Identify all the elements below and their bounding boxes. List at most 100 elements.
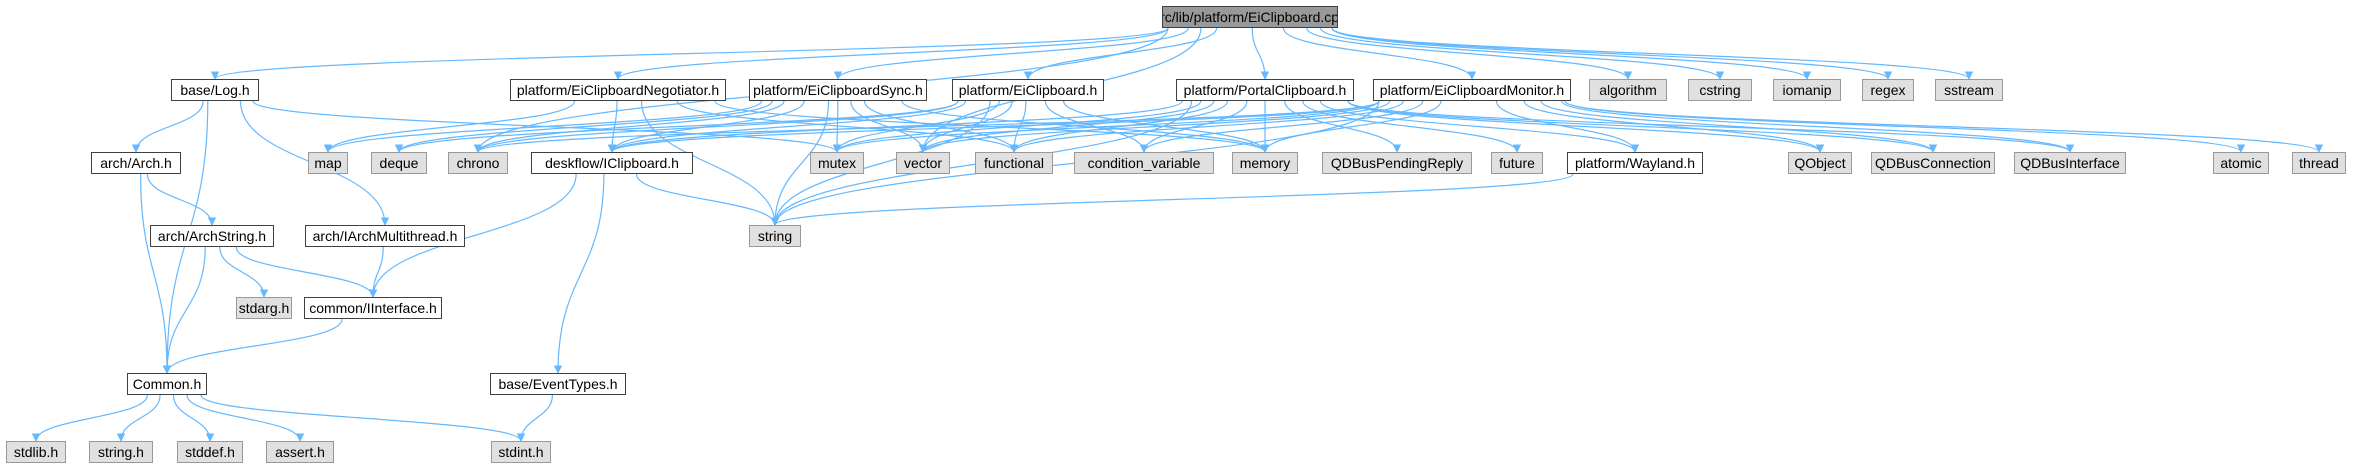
edge-portal-to-qobject [1347, 100, 1825, 153]
node-root-file[interactable]: src/lib/platform/EiClipboard.cpp [1162, 6, 1338, 28]
edge-root-to-negotiator [613, 27, 1169, 80]
node-cstring[interactable]: cstring [1688, 79, 1752, 101]
edge-sync-to-chrono [473, 100, 785, 153]
edge-monitor-to-iclipboard [608, 100, 1380, 153]
node-eiclipboard-negotiator[interactable]: platform/EiClipboardNegotiator.h [510, 79, 726, 101]
node-vector[interactable]: vector [896, 152, 950, 174]
edge-root-to-sstream [1331, 27, 1974, 80]
node-wayland[interactable]: platform/Wayland.h [1567, 152, 1703, 174]
edge-eiclipboard-to-condvar [1044, 100, 1149, 153]
edge-common-to-stdint [200, 394, 526, 442]
edge-portal-to-qdbus_reply [1284, 100, 1402, 153]
node-base-log[interactable]: base/Log.h [171, 79, 259, 101]
node-algorithm[interactable]: algorithm [1589, 79, 1667, 101]
edge-arch_string-to-common [162, 246, 206, 374]
edge-root-to-cstring [1319, 27, 1725, 80]
node-memory[interactable]: memory [1232, 152, 1298, 174]
edge-portal-to-iclipboard [607, 100, 1183, 153]
node-eiclipboard-header[interactable]: platform/EiClipboard.h [952, 79, 1104, 101]
edge-sync-to-mutex [832, 100, 842, 153]
node-iclipboard[interactable]: deskflow/IClipboard.h [531, 152, 693, 174]
edge-monitor-to-qobject [1523, 100, 1825, 153]
edge-iclipboard-to-iinterface [368, 173, 577, 298]
node-arch-string[interactable]: arch/ArchString.h [150, 225, 274, 247]
edge-common-to-stdlib [31, 394, 148, 442]
node-stdarg[interactable]: stdarg.h [236, 297, 292, 319]
node-arch-multithread[interactable]: arch/IArchMultithread.h [305, 225, 465, 247]
node-iomanip[interactable]: iomanip [1773, 79, 1841, 101]
edge-eiclipboard-to-iclipboard [607, 100, 967, 153]
node-atomic[interactable]: atomic [2213, 152, 2269, 174]
edge-common-to-stddef [172, 394, 215, 442]
node-string[interactable]: string [749, 225, 801, 247]
node-assert[interactable]: assert.h [266, 441, 334, 463]
node-arch-arch[interactable]: arch/Arch.h [91, 152, 181, 174]
node-mutex[interactable]: mutex [810, 152, 864, 174]
edge-sync-to-deque [394, 100, 773, 153]
edge-negotiator-to-functional [676, 100, 1019, 153]
edge-root-to-portal [1251, 27, 1270, 80]
edge-monitor-to-thread [1564, 100, 2323, 153]
edge-root-to-monitor [1282, 27, 1477, 80]
edge-monitor-to-condvar [1139, 100, 1424, 153]
node-iinterface[interactable]: common/IInterface.h [304, 297, 442, 319]
node-portal-clipboard[interactable]: platform/PortalClipboard.h [1176, 79, 1354, 101]
edge-root-to-sync [833, 27, 1189, 80]
edge-root-to-iomanip [1331, 27, 1812, 80]
edge-eiclipboard-to-chrono [473, 100, 959, 153]
node-qobject[interactable]: QObject [1788, 152, 1852, 174]
node-eiclipboard-sync[interactable]: platform/EiClipboardSync.h [749, 79, 927, 101]
edge-eiclipboard-to-deque [394, 100, 959, 153]
node-qdbus-interface[interactable]: QDBusInterface [2014, 152, 2126, 174]
edge-iclipboard-to-event_types [553, 173, 605, 374]
node-eiclipboard-monitor[interactable]: platform/EiClipboardMonitor.h [1373, 79, 1571, 101]
node-stdlib[interactable]: stdlib.h [6, 441, 66, 463]
edge-arch_arch-to-common [140, 173, 172, 374]
edge-common-to-string_h [116, 394, 161, 442]
edge-monitor-to-vector [918, 100, 1391, 153]
node-stddef[interactable]: stddef.h [177, 441, 243, 463]
edge-arch_string-to-stdarg [219, 246, 269, 298]
node-future[interactable]: future [1491, 152, 1543, 174]
edge-iinterface-to-common [162, 318, 343, 374]
edge-root-to-regex [1331, 27, 1893, 80]
node-functional[interactable]: functional [975, 152, 1053, 174]
edge-common-to-assert [186, 394, 305, 442]
edge-monitor-to-qdbus_conn [1540, 100, 1938, 153]
edge-arch_string-to-iinterface [235, 246, 378, 298]
edge-wayland-to-string [771, 173, 1574, 226]
edge-event_types-to-stdint [516, 394, 554, 442]
edge-negotiator-to-iclipboard [607, 100, 618, 153]
node-stdint[interactable]: stdint.h [491, 441, 551, 463]
edge-monitor-to-chrono [474, 100, 1380, 153]
node-thread[interactable]: thread [2292, 152, 2346, 174]
edge-root-to-algorithm [1306, 27, 1633, 80]
node-common[interactable]: Common.h [127, 373, 207, 395]
edge-sync-to-map [323, 100, 763, 153]
edge-root-to-base_log [211, 27, 1169, 80]
node-condition-variable[interactable]: condition_variable [1074, 152, 1214, 174]
edge-iclipboard-to-string [635, 173, 780, 226]
node-string-h[interactable]: string.h [89, 441, 153, 463]
edge-monitor-to-wayland [1495, 100, 1640, 153]
node-event-types[interactable]: base/EventTypes.h [490, 373, 626, 395]
node-map[interactable]: map [308, 152, 348, 174]
node-sstream[interactable]: sstream [1935, 79, 2003, 101]
edge-monitor-to-memory [1260, 100, 1442, 153]
node-qdbus-connection[interactable]: QDBusConnection [1871, 152, 1995, 174]
edge-portal-to-condvar [1139, 100, 1248, 153]
edge-arch_arch-to-arch_string [146, 173, 217, 226]
edge-portal-to-qdbus_iface [1347, 100, 2074, 153]
node-regex[interactable]: regex [1862, 79, 1914, 101]
node-qdbus-pending-reply[interactable]: QDBusPendingReply [1322, 152, 1472, 174]
node-deque[interactable]: deque [371, 152, 427, 174]
edge-negotiator-to-map [323, 100, 576, 153]
node-chrono[interactable]: chrono [448, 152, 508, 174]
edge-base_log-to-arch_arch [131, 100, 204, 153]
edge-monitor-to-qdbus_iface [1561, 100, 2075, 153]
edge-monitor-to-mutex [832, 100, 1380, 153]
edge-portal-to-mutex [832, 100, 1202, 153]
edge-portal-to-vector [918, 100, 1215, 153]
edge-monitor-to-functional [1009, 100, 1404, 153]
